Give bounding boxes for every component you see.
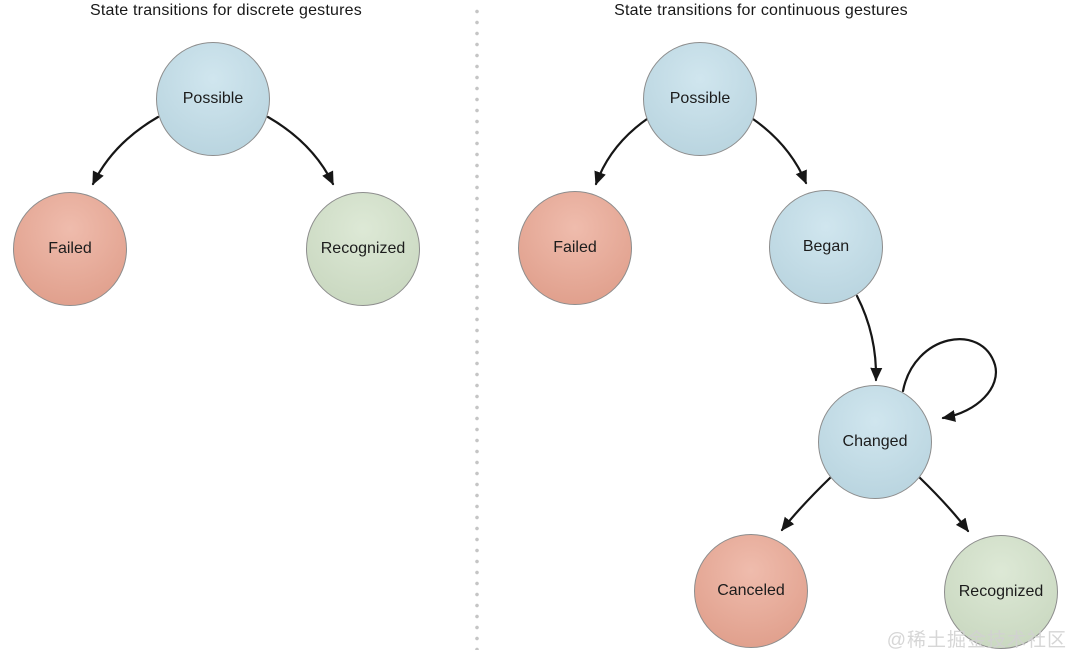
- state-node-changed: Changed: [818, 385, 932, 499]
- state-node-recognized-discrete: Recognized: [306, 192, 420, 306]
- state-node-recognized-continuous: Recognized: [944, 535, 1058, 649]
- state-label: Canceled: [717, 582, 785, 599]
- state-node-canceled: Canceled: [694, 534, 808, 648]
- discrete-diagram-title: State transitions for discrete gestures: [90, 2, 362, 19]
- arrow-possible-to-failed-continuous: [594, 117, 649, 186]
- state-label: Recognized: [320, 240, 406, 257]
- continuous-arrows: [594, 117, 998, 533]
- state-label: Possible: [182, 90, 244, 107]
- arrow-began-to-changed: [855, 294, 883, 382]
- state-node-began: Began: [769, 190, 883, 304]
- state-node-possible-continuous: Possible: [643, 42, 757, 156]
- state-node-failed-continuous: Failed: [518, 191, 632, 305]
- arrow-possible-to-began: [751, 117, 808, 185]
- continuous-diagram-title: State transitions for continuous gesture…: [614, 2, 908, 19]
- arrow-changed-to-recognized: [917, 475, 970, 533]
- state-label: Failed: [48, 240, 92, 257]
- state-label: Possible: [669, 90, 731, 107]
- state-label: Failed: [553, 239, 597, 256]
- dotted-divider: [474, 6, 480, 650]
- state-label: Recognized: [958, 583, 1044, 600]
- state-node-failed-discrete: Failed: [13, 192, 127, 306]
- arrow-possible-to-failed: [91, 115, 160, 186]
- state-node-possible-discrete: Possible: [156, 42, 270, 156]
- watermark-text: @稀土掘金技术社区: [886, 630, 1067, 651]
- arrow-possible-to-recognized: [266, 115, 335, 186]
- state-label: Began: [802, 238, 850, 255]
- arrow-changed-to-canceled: [780, 475, 833, 532]
- state-label: Changed: [842, 433, 908, 450]
